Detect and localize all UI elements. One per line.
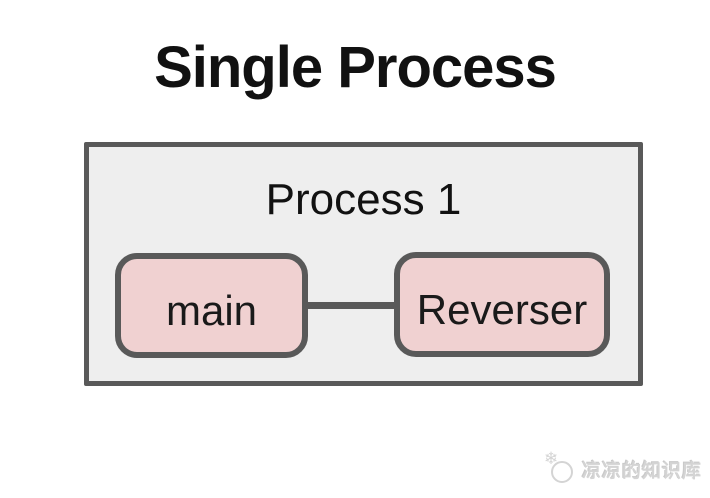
connector-line	[302, 302, 400, 309]
node-reverser: Reverser	[394, 252, 610, 357]
process-container-label: Process 1	[265, 175, 462, 224]
diagram-title: Single Process	[154, 35, 557, 100]
watermark: ❄ 凉凉的知识库	[544, 450, 702, 486]
snowflake-circle-icon: ❄	[544, 450, 576, 486]
node-main-label: main	[165, 286, 258, 334]
node-reverser-label: Reverser	[416, 285, 588, 333]
watermark-text: 凉凉的知识库	[581, 460, 702, 482]
node-main: main	[115, 253, 308, 358]
circle-glyph	[550, 461, 573, 483]
